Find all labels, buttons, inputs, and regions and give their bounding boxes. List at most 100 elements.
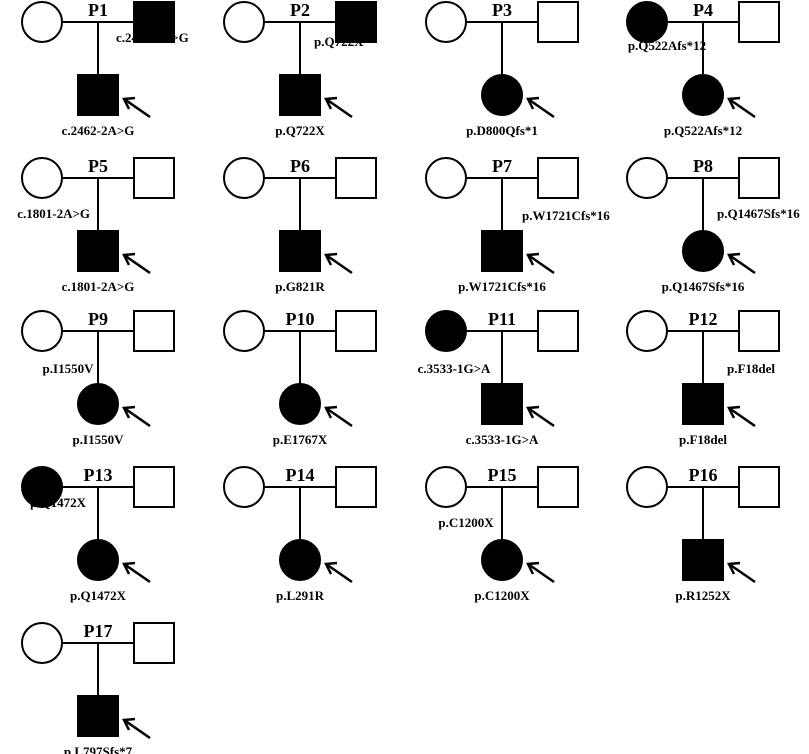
proband-variant: p.Q522Afs*12 (664, 123, 742, 138)
pedigree-p1: P1c.2462-2A>Gc.2462-2A>G (21, 0, 189, 138)
proband-variant: p.E1767X (273, 432, 328, 447)
proband-arrow-head (526, 561, 540, 575)
pedigree-id: P8 (693, 156, 713, 176)
mother-symbol (425, 310, 467, 352)
proband-arrow-head (526, 405, 540, 419)
pedigree-id: P10 (286, 309, 315, 329)
father-symbol (738, 466, 780, 508)
father-symbol (738, 310, 780, 352)
pedigree-id: P1 (88, 0, 108, 20)
mother-symbol (626, 466, 668, 508)
proband-arrow (527, 97, 555, 119)
mother-symbol (425, 466, 467, 508)
father-symbol (133, 157, 175, 199)
mother-variant: p.I1550V (43, 361, 95, 376)
mother-symbol (223, 466, 265, 508)
pedigree-id: P11 (488, 309, 516, 329)
proband-arrow (728, 406, 756, 428)
mother-symbol (626, 157, 668, 199)
proband-symbol (481, 74, 523, 116)
pedigree-p8: P8 p.Q1467Sfs*16 p.Q1467Sfs*16 (626, 156, 800, 294)
mother-variant: c.3533-1G>A (418, 361, 491, 376)
proband-arrow-head (526, 96, 540, 110)
father-variant: p.Q1467Sfs*16 (717, 206, 800, 221)
proband-symbol (682, 383, 724, 425)
pedigree-p10: P10 p.E1767X (223, 309, 377, 447)
pedigree-p9: P9 p.I1550V p.I1550V (21, 309, 175, 447)
pedigree-p14: P14 p.L291R (223, 465, 377, 603)
proband-arrow-head (122, 405, 136, 419)
pedigree-p6: P6p.G821R (223, 156, 377, 294)
proband-arrow (325, 97, 353, 119)
mother-variant: p.Q1472X (30, 495, 87, 510)
proband-symbol (77, 539, 119, 581)
mother-symbol (21, 157, 63, 199)
father-symbol (537, 157, 579, 199)
proband-arrow-head (324, 96, 338, 110)
pedigree-id: P9 (88, 309, 108, 329)
proband-variant: c.2462-2A>G (62, 123, 135, 138)
proband-arrow-head (727, 405, 741, 419)
proband-symbol (279, 539, 321, 581)
proband-symbol (682, 230, 724, 272)
pedigree-id: P16 (689, 465, 718, 485)
father-symbol (133, 466, 175, 508)
proband-variant: p.D800Qfs*1 (466, 123, 538, 138)
pedigree-id: P7 (492, 156, 512, 176)
proband-variant: p.R1252X (675, 588, 731, 603)
mother-variant: c.1801-2A>G (17, 206, 90, 221)
proband-arrow-head (324, 405, 338, 419)
mother-variant: p.C1200X (438, 515, 494, 530)
pedigree-id: P17 (84, 621, 113, 641)
proband-variant: p.Q1467Sfs*16 (662, 279, 745, 294)
proband-arrow (527, 253, 555, 275)
proband-arrow-head (324, 561, 338, 575)
proband-arrow-head (122, 252, 136, 266)
mother-symbol (223, 1, 265, 43)
proband-arrow-head (727, 561, 741, 575)
proband-variant: p.G821R (275, 279, 325, 294)
proband-arrow (527, 562, 555, 584)
proband-arrow (123, 718, 151, 740)
pedigree-id: P14 (286, 465, 315, 485)
mother-symbol (21, 1, 63, 43)
pedigree-id: P13 (84, 465, 113, 485)
proband-variant: p.C1200X (474, 588, 530, 603)
proband-arrow-head (727, 252, 741, 266)
pedigree-id: P5 (88, 156, 108, 176)
proband-arrow (325, 562, 353, 584)
father-symbol (335, 466, 377, 508)
father-symbol (335, 1, 377, 43)
proband-symbol (279, 383, 321, 425)
father-variant: p.W1721Cfs*16 (522, 208, 610, 223)
mother-symbol (21, 310, 63, 352)
father-symbol (335, 310, 377, 352)
proband-variant: p.I1550V (73, 432, 125, 447)
proband-symbol (279, 230, 321, 272)
pedigree-id: P3 (492, 0, 512, 20)
proband-arrow-head (122, 561, 136, 575)
mother-symbol (425, 1, 467, 43)
mother-symbol (223, 157, 265, 199)
proband-symbol (682, 74, 724, 116)
mother-symbol (223, 310, 265, 352)
proband-arrow (325, 406, 353, 428)
proband-arrow-head (727, 96, 741, 110)
proband-variant: p.L291R (276, 588, 325, 603)
mother-symbol (425, 157, 467, 199)
father-variant: p.Q722X (314, 34, 364, 49)
proband-symbol (481, 230, 523, 272)
proband-variant: p.W1721Cfs*16 (458, 279, 546, 294)
proband-arrow (728, 253, 756, 275)
pedigree-p3: P3 p.D800Qfs*1 (425, 0, 579, 138)
proband-arrow (325, 253, 353, 275)
proband-symbol (77, 230, 119, 272)
father-symbol (537, 466, 579, 508)
proband-symbol (77, 695, 119, 737)
proband-arrow (123, 562, 151, 584)
